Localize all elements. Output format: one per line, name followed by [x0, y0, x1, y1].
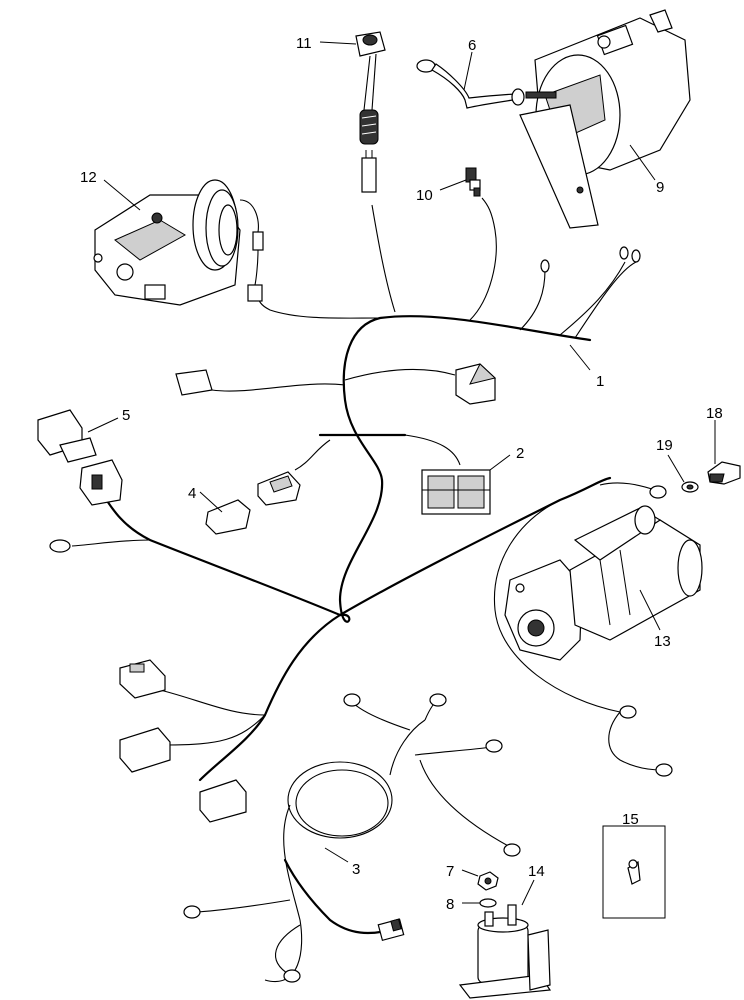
connector-plugs-lower-left — [119, 659, 247, 823]
alternator — [519, 9, 691, 229]
callout-7: 7 — [446, 863, 454, 880]
ac-compressor — [93, 179, 264, 306]
callout-4: 4 — [188, 485, 196, 502]
starter-motor — [504, 505, 703, 661]
callout-15: 15 — [622, 811, 639, 828]
callout-13: 13 — [654, 633, 671, 650]
ring-terminals-top — [540, 246, 641, 273]
callout-6: 6 — [468, 37, 476, 54]
main-connector-block — [421, 469, 491, 515]
starter-solenoid — [458, 904, 552, 999]
cable-connector — [377, 918, 405, 942]
leader-lines — [87, 41, 716, 906]
ring-terminal-loop-upper — [619, 705, 637, 719]
ring-terminal-loop-lower — [655, 763, 673, 777]
callout-9: 9 — [656, 179, 664, 196]
callout-18: 18 — [706, 405, 723, 422]
temperature-sender — [465, 167, 481, 197]
callout-1: 1 — [596, 373, 604, 390]
callout-labels: 1 2 3 4 5 6 7 8 9 10 11 12 13 14 15 18 1… — [80, 35, 723, 913]
battery-cable-assembly — [197, 699, 513, 983]
callout-5: 5 — [122, 407, 130, 424]
ground-strap — [416, 59, 525, 109]
callout-14: 14 — [528, 863, 545, 880]
main-harness — [71, 197, 663, 782]
callout-3: 3 — [352, 861, 360, 878]
ring-terminals-cable — [183, 693, 521, 983]
callout-10: 10 — [416, 187, 433, 204]
callout-19: 19 — [656, 437, 673, 454]
connector-plugs-left — [175, 363, 497, 405]
connector-pair — [205, 471, 301, 535]
relay — [37, 409, 123, 506]
inset-box — [602, 825, 666, 919]
nut-and-washer — [477, 871, 499, 908]
callout-2: 2 — [516, 445, 524, 462]
bolt-and-washer — [681, 461, 741, 493]
callout-12: 12 — [80, 169, 97, 186]
callout-8: 8 — [446, 896, 454, 913]
ring-terminal-starter — [649, 485, 667, 499]
pressure-switch — [355, 31, 386, 193]
callout-11: 11 — [296, 35, 312, 52]
ring-terminal-left — [49, 539, 71, 553]
